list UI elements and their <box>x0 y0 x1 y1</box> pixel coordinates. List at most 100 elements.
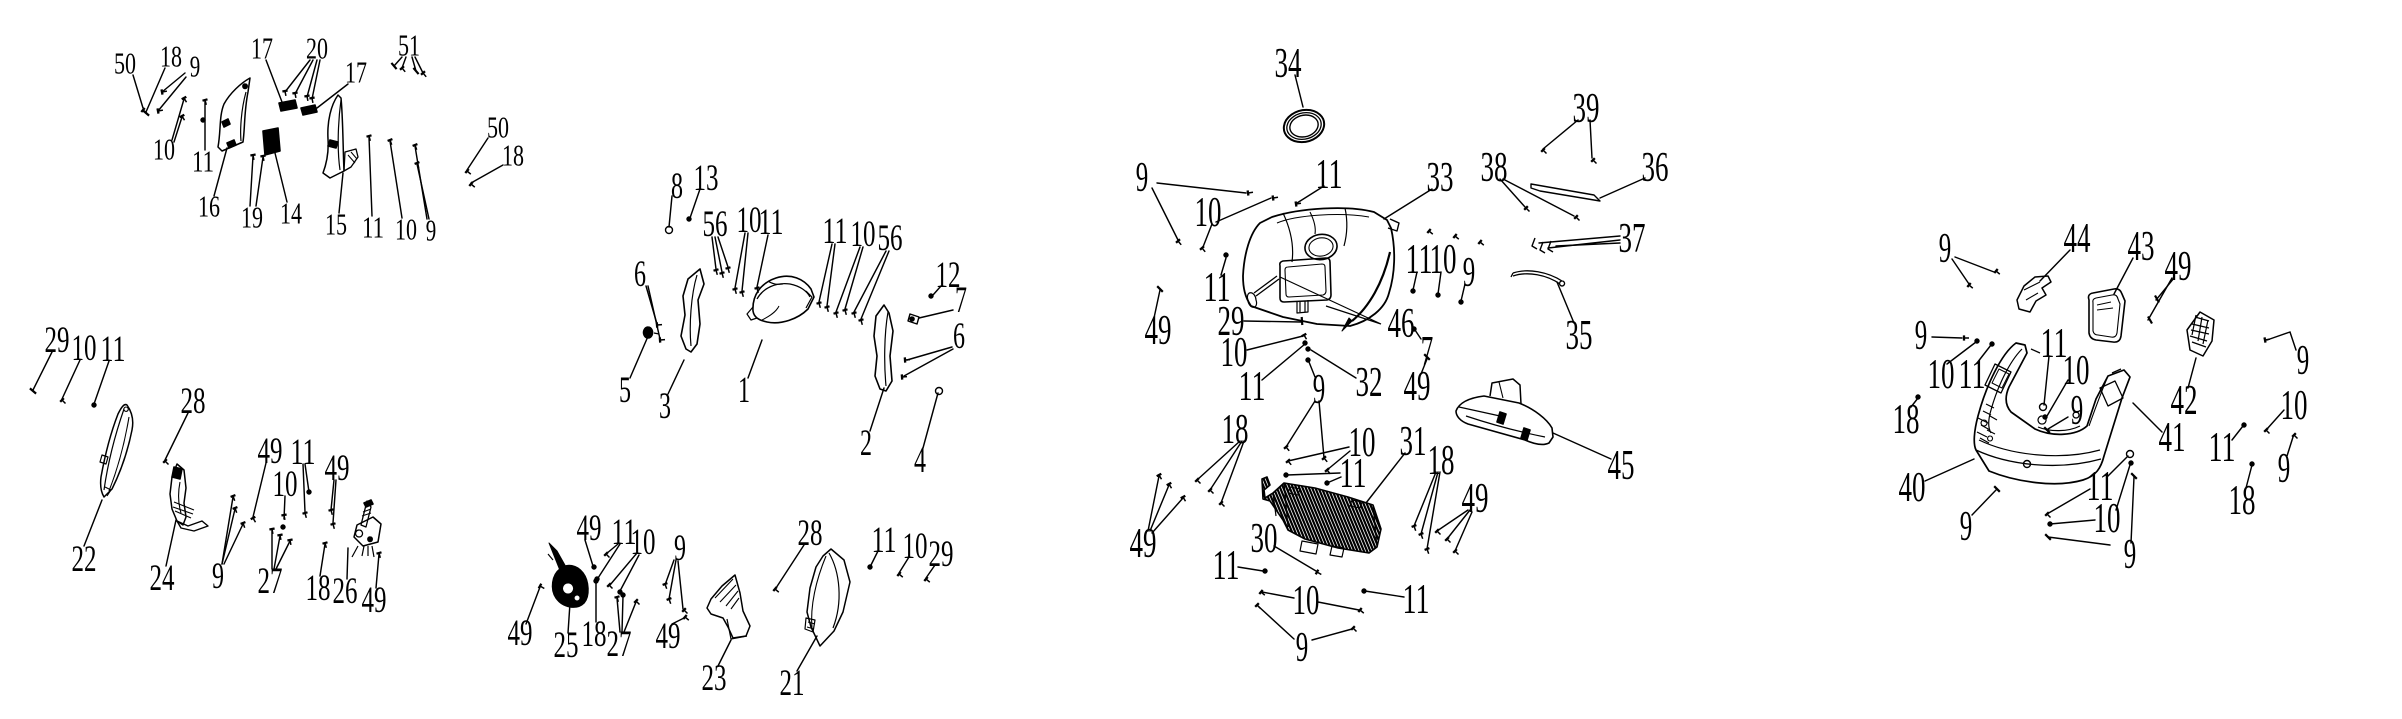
svg-text:9: 9 <box>2297 338 2310 384</box>
svg-text:15: 15 <box>325 207 347 242</box>
svg-text:9: 9 <box>1960 504 1973 550</box>
svg-text:49: 49 <box>508 613 533 654</box>
svg-text:26: 26 <box>333 571 358 612</box>
svg-text:56: 56 <box>703 204 728 245</box>
svg-text:30: 30 <box>1251 516 1278 562</box>
svg-text:56: 56 <box>878 218 903 259</box>
svg-text:3: 3 <box>659 386 671 427</box>
svg-text:9: 9 <box>2124 532 2137 578</box>
svg-text:16: 16 <box>198 189 220 224</box>
svg-text:10: 10 <box>2094 496 2121 542</box>
svg-text:18: 18 <box>582 614 607 655</box>
svg-text:39: 39 <box>1573 86 1600 132</box>
svg-text:44: 44 <box>2064 216 2091 262</box>
svg-text:19: 19 <box>241 200 263 235</box>
svg-text:11: 11 <box>1340 451 1367 497</box>
svg-text:6: 6 <box>953 316 965 357</box>
svg-text:20: 20 <box>306 31 328 66</box>
svg-text:18: 18 <box>1893 397 1920 443</box>
svg-text:9: 9 <box>2071 388 2084 434</box>
svg-text:10: 10 <box>1195 190 1222 236</box>
svg-text:31: 31 <box>1400 419 1427 465</box>
svg-text:4: 4 <box>914 440 926 481</box>
svg-text:14: 14 <box>280 196 302 231</box>
svg-text:34: 34 <box>1275 41 1302 87</box>
svg-text:10: 10 <box>153 132 175 167</box>
svg-text:49: 49 <box>1145 308 1172 354</box>
svg-text:49: 49 <box>2165 244 2192 290</box>
svg-text:49: 49 <box>1404 364 1431 410</box>
svg-text:35: 35 <box>1566 313 1593 359</box>
svg-text:49: 49 <box>656 616 681 657</box>
svg-text:11: 11 <box>823 211 848 252</box>
svg-text:10: 10 <box>1293 578 1320 624</box>
svg-text:49: 49 <box>1130 521 1157 567</box>
svg-text:9: 9 <box>1296 625 1309 671</box>
svg-text:25: 25 <box>554 625 579 666</box>
svg-text:46: 46 <box>1388 301 1415 347</box>
svg-text:10: 10 <box>1928 352 1955 398</box>
svg-text:6: 6 <box>634 254 646 295</box>
svg-text:45: 45 <box>1608 443 1635 489</box>
svg-text:10: 10 <box>851 214 876 255</box>
svg-text:10: 10 <box>273 464 298 505</box>
svg-text:17: 17 <box>345 55 367 90</box>
svg-text:11: 11 <box>2209 425 2236 471</box>
svg-text:49: 49 <box>577 508 602 549</box>
svg-text:11: 11 <box>759 202 784 243</box>
svg-text:11: 11 <box>101 329 126 370</box>
svg-text:18: 18 <box>1428 438 1455 484</box>
svg-text:18: 18 <box>160 39 182 74</box>
svg-text:41: 41 <box>2159 415 2186 461</box>
svg-text:11: 11 <box>1403 577 1430 623</box>
svg-text:23: 23 <box>702 658 727 699</box>
svg-text:33: 33 <box>1427 155 1454 201</box>
svg-text:27: 27 <box>258 561 283 602</box>
svg-text:51: 51 <box>398 28 420 63</box>
svg-text:49: 49 <box>1462 476 1489 522</box>
svg-text:28: 28 <box>798 513 823 554</box>
svg-text:5: 5 <box>619 370 631 411</box>
svg-text:18: 18 <box>1222 407 1249 453</box>
svg-text:43: 43 <box>2128 224 2155 270</box>
svg-text:8: 8 <box>671 166 683 207</box>
svg-text:40: 40 <box>1899 465 1926 511</box>
svg-text:13: 13 <box>694 158 719 199</box>
svg-text:9: 9 <box>1939 226 1952 272</box>
svg-text:10: 10 <box>72 328 97 369</box>
svg-text:38: 38 <box>1481 145 1508 191</box>
svg-text:9: 9 <box>2278 446 2291 492</box>
svg-text:32: 32 <box>1356 360 1383 406</box>
svg-text:21: 21 <box>780 663 805 704</box>
svg-text:36: 36 <box>1642 145 1669 191</box>
svg-text:10: 10 <box>395 212 417 247</box>
svg-text:11: 11 <box>1213 543 1240 589</box>
svg-text:50: 50 <box>114 46 136 81</box>
svg-text:11: 11 <box>1959 352 1986 398</box>
svg-text:11: 11 <box>192 144 214 179</box>
svg-text:11: 11 <box>872 520 897 561</box>
svg-text:9: 9 <box>1915 313 1928 359</box>
svg-text:11: 11 <box>362 210 384 245</box>
svg-text:2: 2 <box>860 423 872 464</box>
svg-text:37: 37 <box>1619 216 1646 262</box>
svg-text:9: 9 <box>426 213 437 248</box>
svg-text:29: 29 <box>45 320 70 361</box>
svg-text:22: 22 <box>72 539 97 580</box>
svg-text:29: 29 <box>929 534 954 575</box>
svg-text:10: 10 <box>2281 383 2308 429</box>
svg-text:28: 28 <box>181 381 206 422</box>
svg-text:18: 18 <box>306 568 331 609</box>
svg-text:11: 11 <box>1406 237 1433 283</box>
svg-text:9: 9 <box>674 528 686 569</box>
svg-text:49: 49 <box>325 448 350 489</box>
svg-text:18: 18 <box>2229 478 2256 524</box>
svg-text:1: 1 <box>738 370 750 411</box>
svg-text:17: 17 <box>251 31 273 66</box>
svg-text:9: 9 <box>212 556 224 597</box>
svg-text:10: 10 <box>631 522 656 563</box>
svg-text:10: 10 <box>1430 237 1457 283</box>
svg-text:7: 7 <box>955 280 967 321</box>
svg-text:9: 9 <box>1136 155 1149 201</box>
svg-text:24: 24 <box>150 558 175 599</box>
